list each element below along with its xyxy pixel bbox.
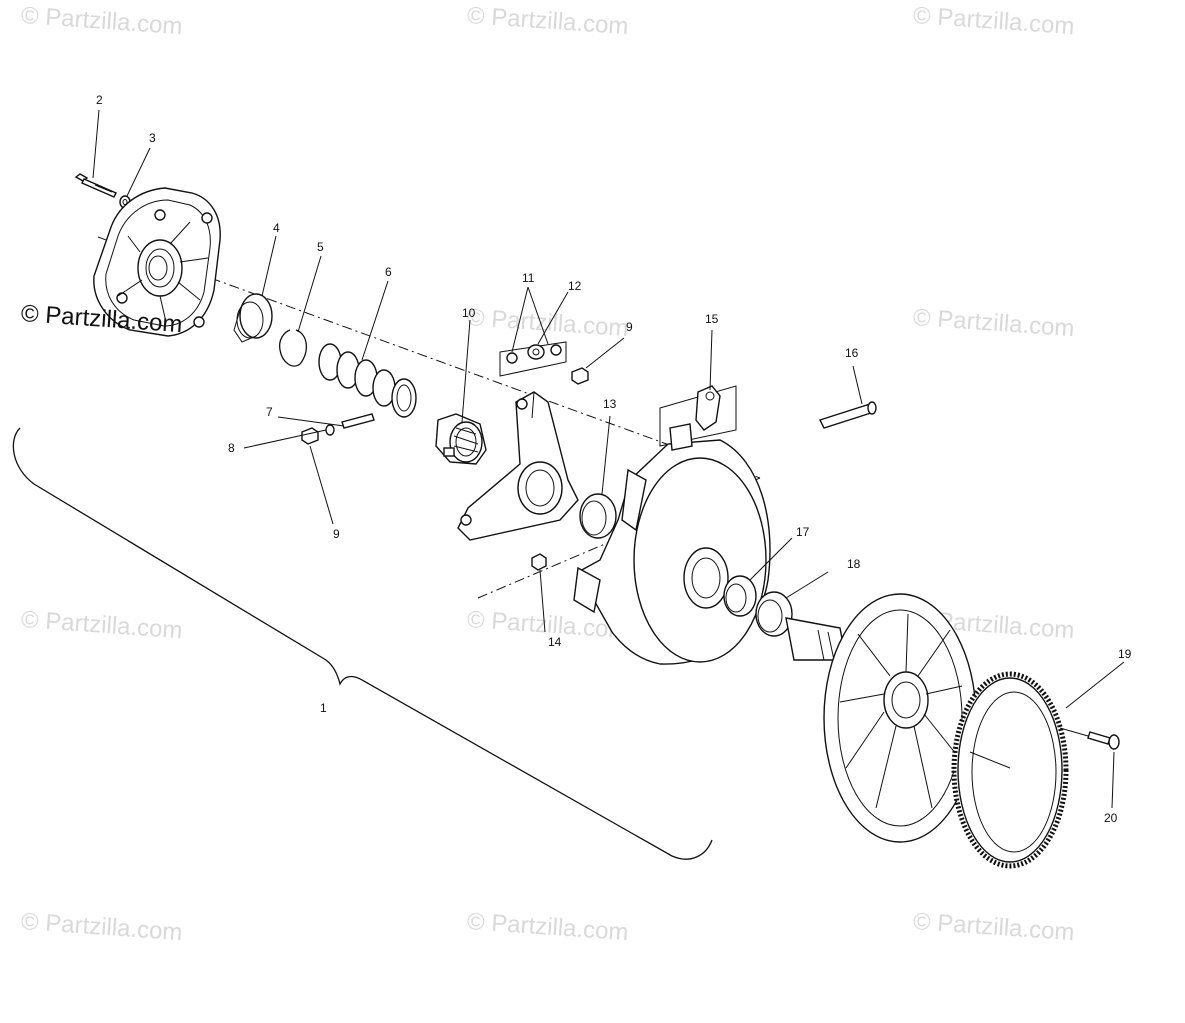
callout-2: 2 xyxy=(96,93,103,107)
leader-lines xyxy=(92,109,1125,809)
assembly-bracket xyxy=(12,427,713,860)
part-18-bushing xyxy=(755,591,793,637)
part-9-nut-top xyxy=(571,367,589,385)
callout-14: 14 xyxy=(548,635,562,649)
callout-12: 12 xyxy=(568,279,582,293)
part-6-spring xyxy=(318,343,417,418)
callout-1: 1 xyxy=(320,701,327,715)
callout-6: 6 xyxy=(385,265,392,279)
part-5-snap-ring xyxy=(278,329,307,367)
part-8-washer xyxy=(325,424,335,436)
callout-9: 9 xyxy=(626,320,633,334)
callout-3: 3 xyxy=(149,131,156,145)
callout-16: 16 xyxy=(845,346,859,360)
part-17-bushing xyxy=(723,575,757,617)
callout-19: 19 xyxy=(1118,647,1132,661)
callout-8: 8 xyxy=(228,441,235,455)
part-2-bolt xyxy=(74,173,117,198)
part-4-bushing xyxy=(233,293,273,343)
spider-arm xyxy=(457,391,579,541)
callout-15: 15 xyxy=(705,312,719,326)
part-15-weight xyxy=(695,385,721,431)
assembly-axis xyxy=(97,236,761,479)
callout-5: 5 xyxy=(317,240,324,254)
callout-10: 10 xyxy=(462,306,476,320)
callout-20: 20 xyxy=(1104,811,1118,825)
part-12-roller xyxy=(527,344,545,360)
movable-sheave xyxy=(573,423,771,665)
callout-18: 18 xyxy=(847,557,861,571)
part-11-washer xyxy=(550,344,562,356)
part-20-screw xyxy=(1059,727,1120,750)
part-9-cap xyxy=(301,427,319,445)
callout-17: 17 xyxy=(796,525,810,539)
part-7-pin xyxy=(341,413,375,429)
part-11-washer xyxy=(506,352,518,364)
part-19-ring-gear xyxy=(951,671,1069,869)
part-10-spider xyxy=(435,413,487,465)
part-13-ring xyxy=(579,493,617,539)
part-14-nut xyxy=(531,553,547,571)
fixed-sheave xyxy=(785,593,977,843)
callout-9: 9 xyxy=(333,527,340,541)
part-11-12-group-frame xyxy=(499,341,567,377)
callout-13: 13 xyxy=(603,397,617,411)
callout-11: 11 xyxy=(522,271,535,285)
cover-plate xyxy=(93,187,221,337)
callout-4: 4 xyxy=(273,221,280,235)
part-16-pin xyxy=(819,401,877,429)
callout-7: 7 xyxy=(266,405,273,419)
